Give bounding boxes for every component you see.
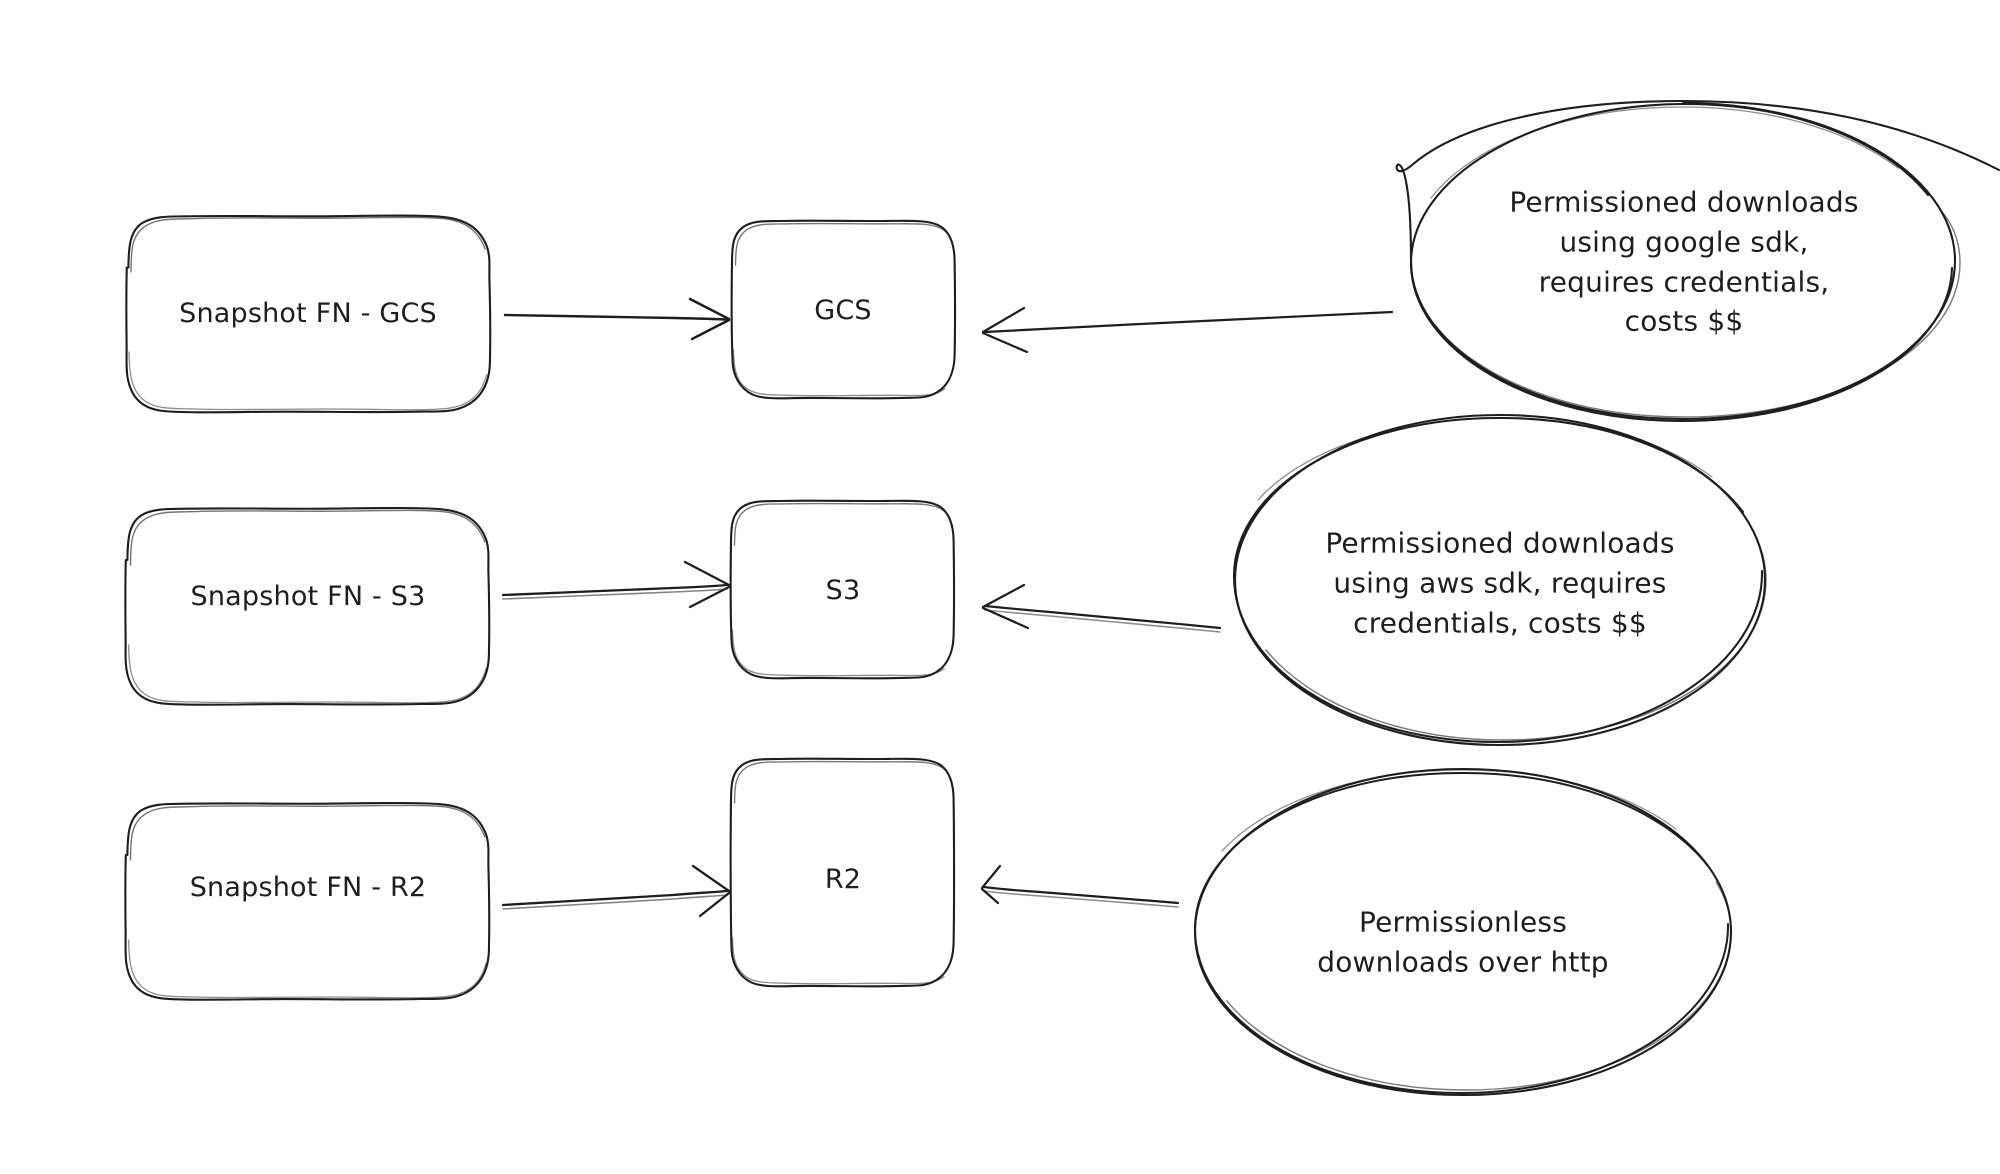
note-ellipse-r2[interactable] xyxy=(1193,767,1733,1097)
target-box-r2[interactable] xyxy=(729,757,956,988)
source-box-r2[interactable] xyxy=(124,801,491,1001)
source-box-s3[interactable] xyxy=(124,506,491,706)
note-ellipse-gcs[interactable] xyxy=(1395,99,2000,423)
arrow-source-to-target-r2 xyxy=(501,864,731,918)
target-box-s3[interactable] xyxy=(729,499,956,680)
row-s3 xyxy=(124,413,1767,747)
arrow-note-to-target-s3 xyxy=(981,583,1222,633)
target-box-gcs[interactable] xyxy=(730,219,957,400)
row-r2 xyxy=(124,757,1733,1097)
arrow-source-to-target-gcs xyxy=(503,297,731,341)
arrow-note-to-target-gcs xyxy=(981,306,1394,354)
note-ellipse-s3[interactable] xyxy=(1232,413,1767,747)
row-gcs xyxy=(125,99,2000,423)
arrow-source-to-target-s3 xyxy=(501,560,731,609)
source-box-gcs[interactable] xyxy=(125,214,492,414)
arrow-note-to-target-r2 xyxy=(980,864,1180,908)
